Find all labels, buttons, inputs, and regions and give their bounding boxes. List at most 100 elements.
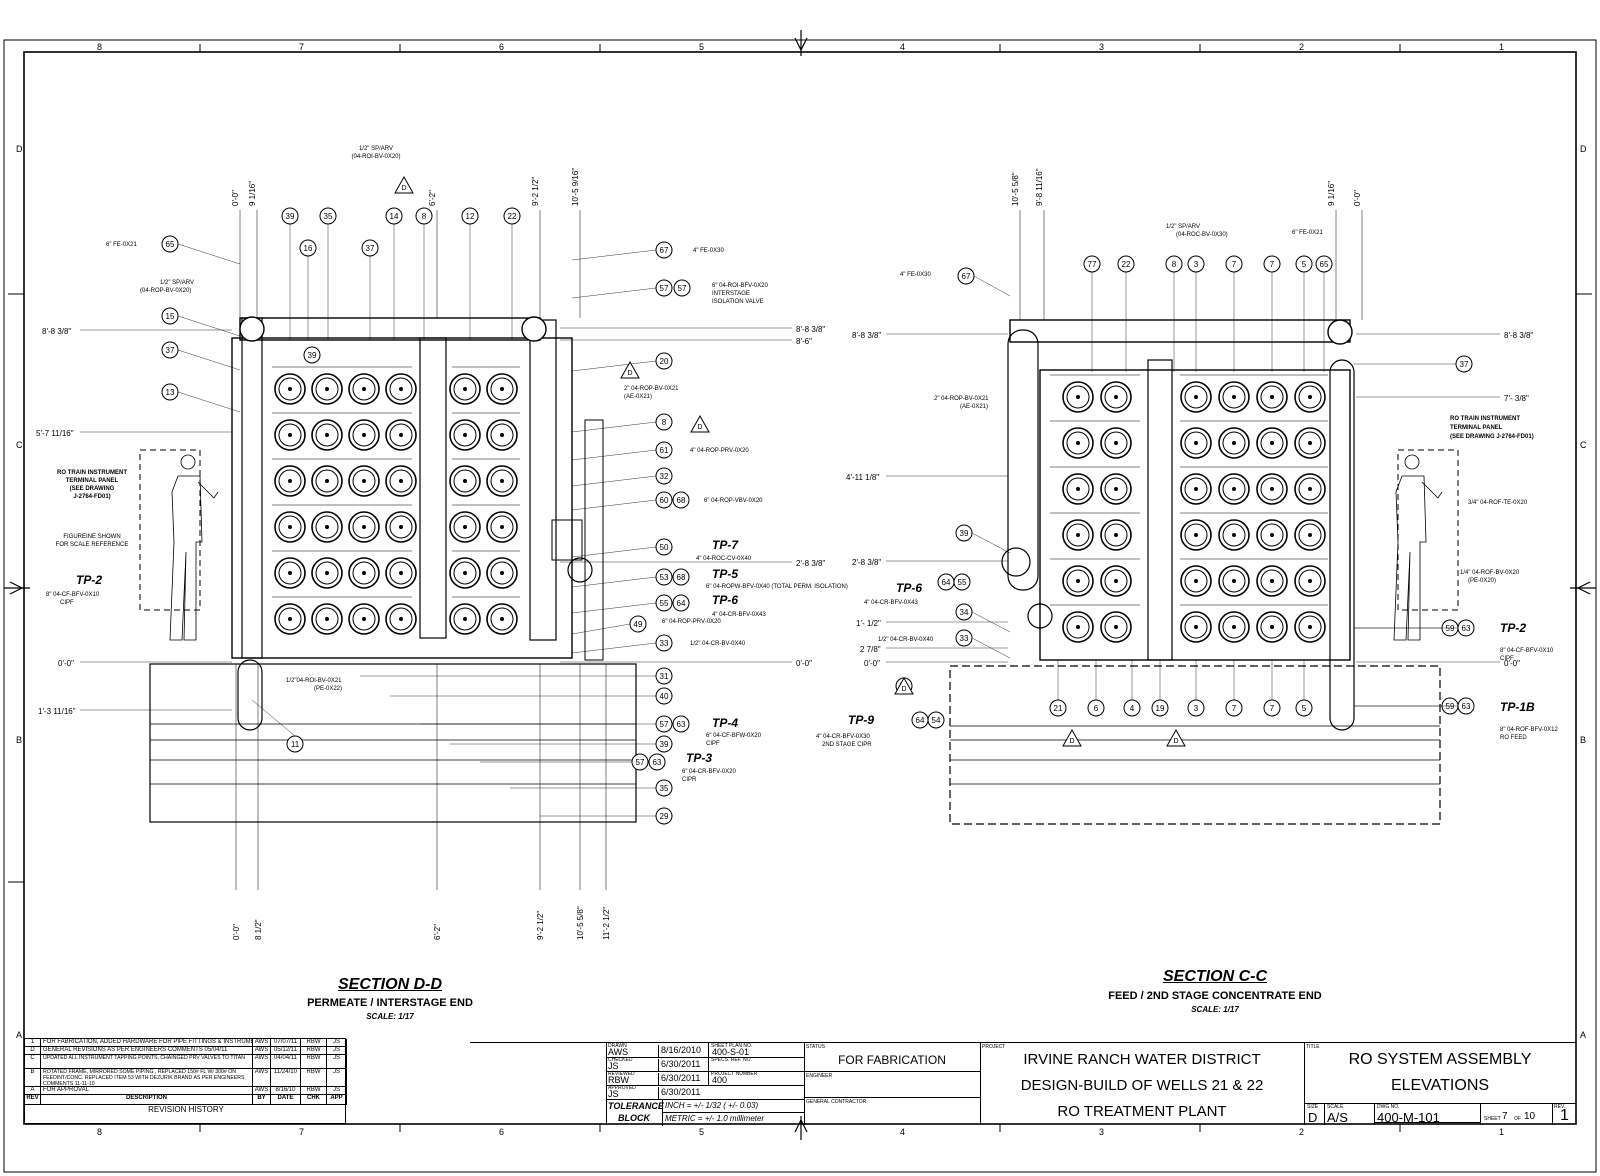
- balloon-number: 60: [660, 496, 669, 505]
- vessel-port: [500, 617, 504, 621]
- revision-header-cell: DESCRIPTION: [41, 1095, 253, 1105]
- callout-note: (SEE DRAWING: [70, 486, 115, 492]
- revision-delta: [1166, 728, 1186, 747]
- vessel-ring: [1104, 477, 1128, 501]
- vessel-ring: [453, 469, 477, 493]
- vessel-ring: [315, 607, 339, 631]
- balloon-number: 37: [166, 346, 175, 355]
- callout-note: 6" 04-ROI-BFV-0X20: [712, 283, 768, 289]
- vessel-port: [399, 525, 403, 529]
- revision-rev-cell: C: [25, 1055, 41, 1069]
- vessel-ring: [352, 561, 376, 585]
- zone-label: 3: [1099, 1127, 1105, 1137]
- section-cc-subtitle: FEED / 2ND STAGE CONCENTRATE END: [1108, 990, 1322, 1002]
- feed-valve: [1001, 547, 1031, 577]
- vessel-port: [1270, 487, 1274, 491]
- delta-letter: D: [697, 424, 702, 431]
- section-dd-drawing: 0'-0"9 1/16"6'-2"9'-2 1/2"10'-5 9/16"0'-…: [36, 146, 848, 940]
- vessel-port: [399, 387, 403, 391]
- callout-note: 6" 04-ROP-VBV-0X20: [704, 498, 763, 504]
- signoff-label: APPROVED: [608, 1085, 636, 1091]
- balloon-number: 39: [286, 212, 295, 221]
- section-cc-title: SECTION C-C: [1163, 968, 1267, 985]
- vessel-port: [500, 433, 504, 437]
- reference-label: SHEET PLAN NO.: [708, 1043, 752, 1057]
- vessel-ring: [1298, 569, 1322, 593]
- drain-leg: [237, 659, 263, 731]
- sheet-label: SHEET: [1484, 1116, 1501, 1122]
- callout-note: (04-ROI-BV-0X20): [351, 154, 400, 160]
- zone-label: 1: [1499, 42, 1505, 52]
- vessel-ring: [1298, 523, 1322, 547]
- vessel-ring: [278, 423, 302, 447]
- item-balloon: [648, 753, 666, 771]
- rev-label: REV.: [1554, 1104, 1566, 1110]
- callout-note: CIPF: [60, 600, 74, 606]
- vessel-port: [362, 433, 366, 437]
- vessel-port: [1194, 441, 1198, 445]
- revision-header-cell: APP: [327, 1095, 347, 1105]
- leader-line: [971, 637, 1011, 659]
- vessel-ring: [315, 469, 339, 493]
- item-balloon: [672, 491, 690, 509]
- dimension-text: 0'-0": [232, 924, 241, 940]
- elevation-text: 8'-8 3/8": [1504, 331, 1533, 340]
- balloon-number: 65: [1320, 260, 1329, 269]
- balloon-number: 16: [304, 244, 313, 253]
- balloon-number: 8: [662, 418, 667, 427]
- balloon-number: 50: [660, 543, 669, 552]
- contractor-label: GENERAL CONTRACTOR: [806, 1099, 867, 1105]
- callout-note: 6" FE-0X21: [106, 242, 137, 248]
- vessel-ring: [1222, 569, 1246, 593]
- scale-label: SCALE: [1327, 1104, 1344, 1110]
- leader-line: [251, 699, 296, 737]
- vessel-port: [1308, 625, 1312, 629]
- revision-date-cell: 07/07/11: [271, 1039, 301, 1047]
- callout-note: 4" 04-CR-BFV-0X43: [864, 600, 918, 606]
- instrument-panel-outline: [139, 449, 201, 611]
- balloon-number: 63: [653, 758, 662, 767]
- vessel-ring: [278, 515, 302, 539]
- balloon-number: 64: [677, 599, 686, 608]
- vessel-ring: [490, 377, 514, 401]
- balloon-number: 33: [660, 639, 669, 648]
- delta-letter: D: [401, 185, 406, 192]
- tolerance-inch: INCH = +/- 1/32 ( +/- 0.03): [665, 1101, 759, 1110]
- flange: [521, 316, 547, 342]
- balloon-number: 65: [166, 240, 175, 249]
- callout-note: (04-ROC-BV-0X30): [1176, 232, 1228, 238]
- callout-note: (04-ROP-BV-0X20): [140, 288, 191, 294]
- title-cell: TITLE RO SYSTEM ASSEMBLY ELEVATIONS SIZE…: [1304, 1043, 1576, 1125]
- reference-label: SPECS. REF. NO.: [708, 1057, 752, 1071]
- vessel-ring: [1104, 569, 1128, 593]
- vessel-port: [1076, 533, 1080, 537]
- callout-note: CIPR: [682, 777, 697, 783]
- balloon-number: 49: [634, 620, 643, 629]
- feed-riser: [1007, 329, 1039, 591]
- reference-value: 400: [712, 1075, 728, 1085]
- zone-label: 8: [97, 42, 103, 52]
- revision-chk-cell: RBW: [301, 1039, 327, 1047]
- vessel-port: [500, 571, 504, 575]
- item-balloon: [672, 715, 690, 733]
- vessel-port: [288, 525, 292, 529]
- vessel-ring: [352, 469, 376, 493]
- vessel-ring: [1222, 523, 1246, 547]
- vessel-ring: [389, 469, 413, 493]
- callout-note: 2" 04-ROP-BV-0X21: [934, 396, 989, 402]
- balloon-number: 29: [660, 812, 669, 821]
- revision-desc-cell: UPDATED ALL INSTRUMENT TAPPING POINTS, C…: [41, 1055, 253, 1069]
- balloon-number: 59: [1446, 624, 1455, 633]
- project-label: PROJECT: [982, 1044, 1006, 1050]
- callout-note: (PE-0X22): [314, 686, 342, 692]
- vessel-port: [1114, 533, 1118, 537]
- signoff-initials: AWS: [608, 1047, 629, 1057]
- engineer-label: ENGINEER: [806, 1073, 833, 1079]
- zone-label: A: [1580, 1030, 1587, 1040]
- callout-note: 6" 04-ROP-PRV-0X20: [662, 619, 721, 625]
- right-riser: [529, 319, 557, 641]
- vessel-ring: [490, 561, 514, 585]
- section-dd-title: SECTION D-D: [338, 976, 442, 993]
- vessel-port: [1114, 625, 1118, 629]
